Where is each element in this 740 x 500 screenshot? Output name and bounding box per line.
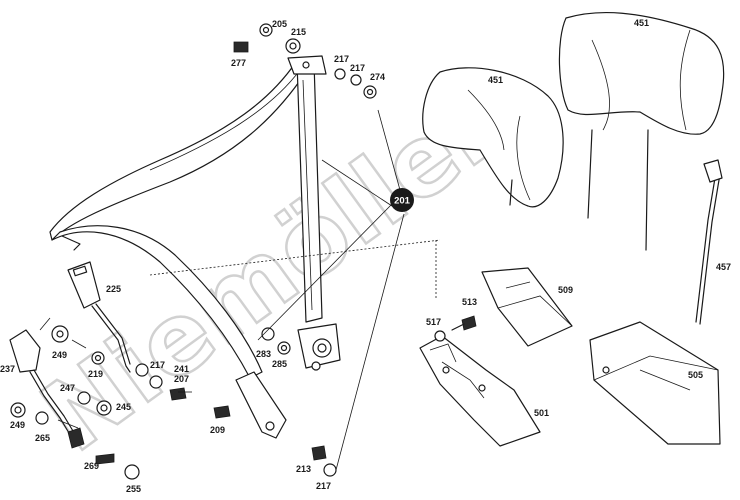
bracket-501 <box>419 335 541 447</box>
label-255: 255 <box>126 484 141 494</box>
label-249b: 249 <box>10 420 25 430</box>
label-517: 517 <box>426 317 441 327</box>
label-217a: 217 <box>334 54 349 64</box>
bracket-505 <box>589 321 721 445</box>
label-217c: 217 <box>150 360 165 370</box>
label-225: 225 <box>106 284 121 294</box>
label-247: 247 <box>60 383 75 393</box>
lap-strap <box>51 225 263 379</box>
label-241: 241 <box>174 364 189 374</box>
label-237: 237 <box>0 364 15 374</box>
screw-513 <box>434 315 477 342</box>
buckle-237 <box>9 329 41 373</box>
part-labels: 205 215 277 217 217 274 451 451 225 249 … <box>0 18 731 494</box>
callout-201: 201 <box>390 188 414 212</box>
label-249a: 249 <box>52 350 67 360</box>
label-207: 207 <box>174 374 189 384</box>
leader-lines <box>57 109 405 471</box>
label-283: 283 <box>256 349 271 359</box>
label-213: 213 <box>296 464 311 474</box>
rod-457 <box>695 159 723 325</box>
seat-belt-assembly: 201 <box>9 23 441 480</box>
label-277: 277 <box>231 58 246 68</box>
label-505: 505 <box>688 370 703 380</box>
label-265: 265 <box>35 433 50 443</box>
label-205: 205 <box>272 19 287 29</box>
callout-201-label: 201 <box>394 196 411 207</box>
label-451b: 451 <box>634 18 649 28</box>
label-269: 269 <box>84 461 99 471</box>
label-451a: 451 <box>488 75 503 85</box>
label-245: 245 <box>116 402 131 412</box>
label-217d: 217 <box>316 481 331 491</box>
label-285: 285 <box>272 359 287 369</box>
bracket-509 <box>481 267 573 347</box>
label-219: 219 <box>88 369 103 379</box>
label-513: 513 <box>462 297 477 307</box>
belt-tongue <box>235 371 287 439</box>
label-217b: 217 <box>350 63 365 73</box>
label-209: 209 <box>210 425 225 435</box>
label-215: 215 <box>291 27 306 37</box>
headrest-rear <box>558 11 725 251</box>
label-274: 274 <box>370 72 385 82</box>
headrest-front <box>422 67 564 208</box>
label-501: 501 <box>534 408 549 418</box>
label-509: 509 <box>558 285 573 295</box>
label-457: 457 <box>716 262 731 272</box>
